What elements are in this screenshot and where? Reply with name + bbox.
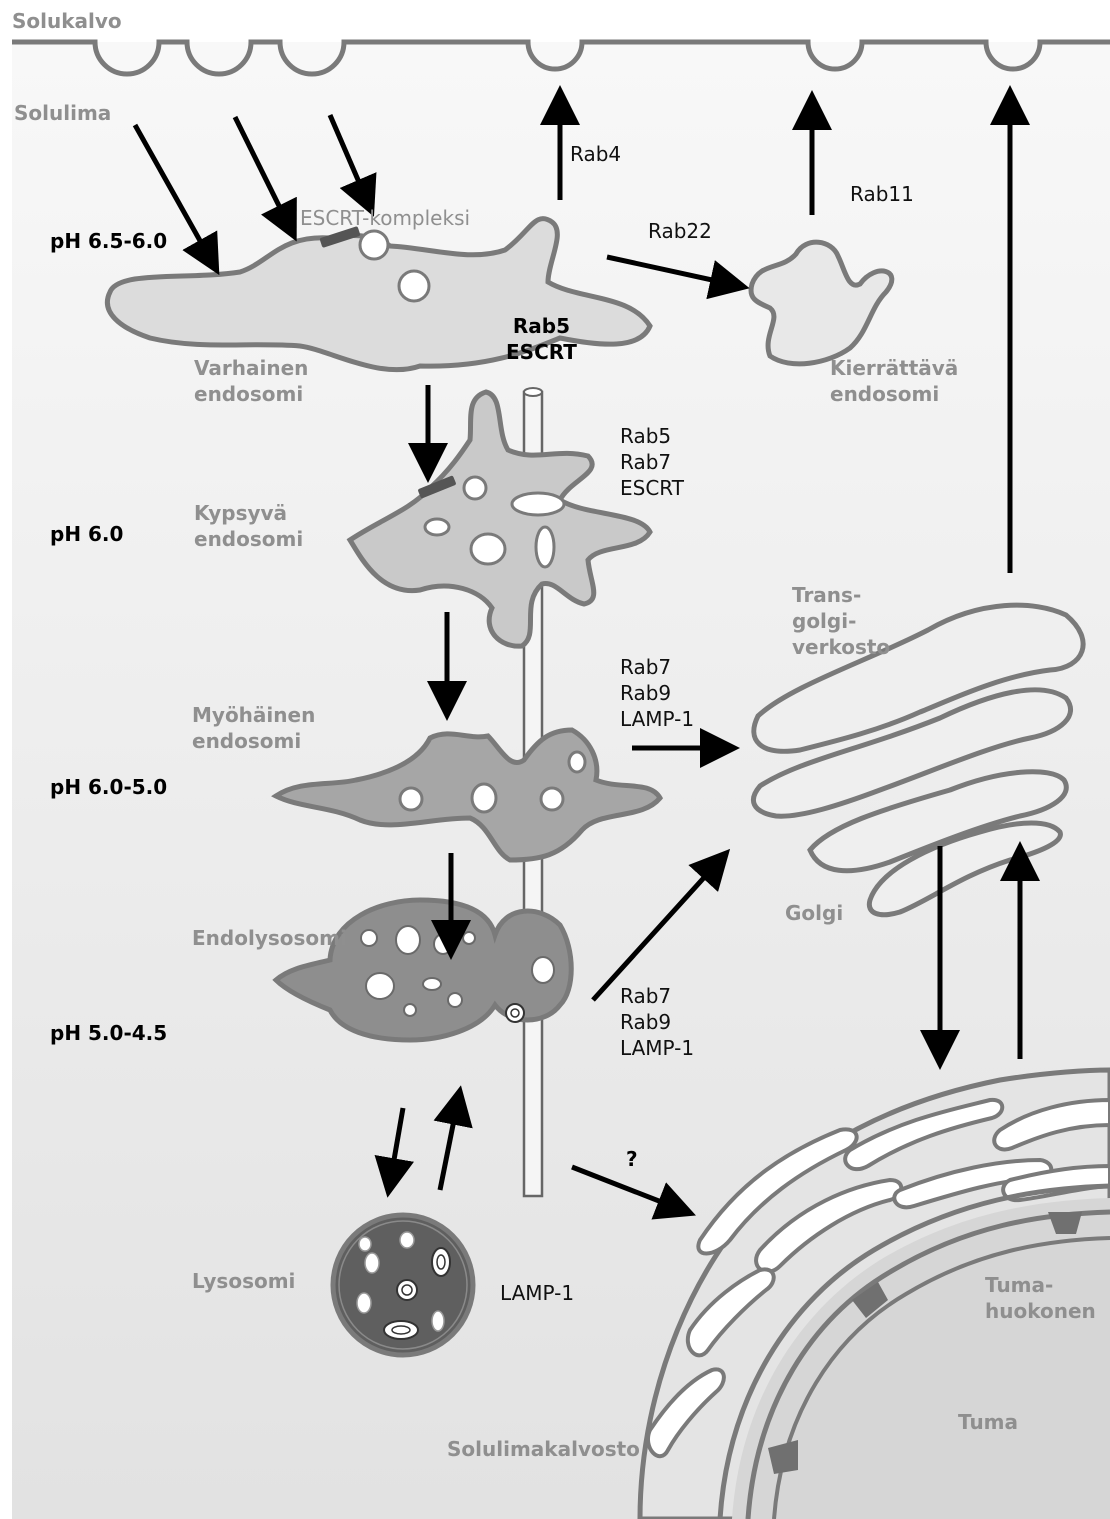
cell-membrane-label: Solukalvo xyxy=(12,8,122,34)
early-endosome-markers: Rab5 ESCRT xyxy=(506,313,577,365)
trans-golgi-network-label: Trans- golgi- verkosto xyxy=(792,582,890,660)
cytoplasm-label: Solulima xyxy=(14,100,111,126)
lysosome xyxy=(333,1215,473,1355)
lysosome-label: Lysosomi xyxy=(192,1268,295,1294)
early-endosome-label: Varhainen endosomi xyxy=(194,355,308,407)
nucleus-label: Tuma xyxy=(958,1409,1018,1435)
ph-early-label: pH 6.5-6.0 xyxy=(50,228,167,254)
endolysosome-markers: Rab7 Rab9 LAMP-1 xyxy=(620,983,694,1061)
late-endosome-label: Myöhäinen endosomi xyxy=(192,702,315,754)
endolysosome-label: Endolysosomi xyxy=(192,925,347,951)
rab4-label: Rab4 xyxy=(570,141,621,167)
ph-late-label: pH 6.0-5.0 xyxy=(50,774,167,800)
ph-endolysosome-label: pH 5.0-4.5 xyxy=(50,1020,167,1046)
maturing-endosome-label: Kypsyvä endosomi xyxy=(194,500,303,552)
unknown-pathway-label: ? xyxy=(626,1146,638,1172)
ph-maturing-label: pH 6.0 xyxy=(50,521,123,547)
rab22-label: Rab22 xyxy=(648,218,712,244)
lysosome-marker: LAMP-1 xyxy=(500,1280,574,1306)
nuclear-pore-label: Tuma- huokonen xyxy=(985,1272,1096,1324)
late-endosome-markers: Rab7 Rab9 LAMP-1 xyxy=(620,654,694,732)
recycling-endosome-label: Kierrättävä endosomi xyxy=(830,355,958,407)
maturing-endosome-markers: Rab5 Rab7 ESCRT xyxy=(620,423,684,501)
golgi-label: Golgi xyxy=(785,900,843,926)
escrt-complex-label: ESCRT-kompleksi xyxy=(300,205,470,231)
rab11-label: Rab11 xyxy=(850,181,914,207)
er-label: Solulimakalvosto xyxy=(447,1436,640,1462)
